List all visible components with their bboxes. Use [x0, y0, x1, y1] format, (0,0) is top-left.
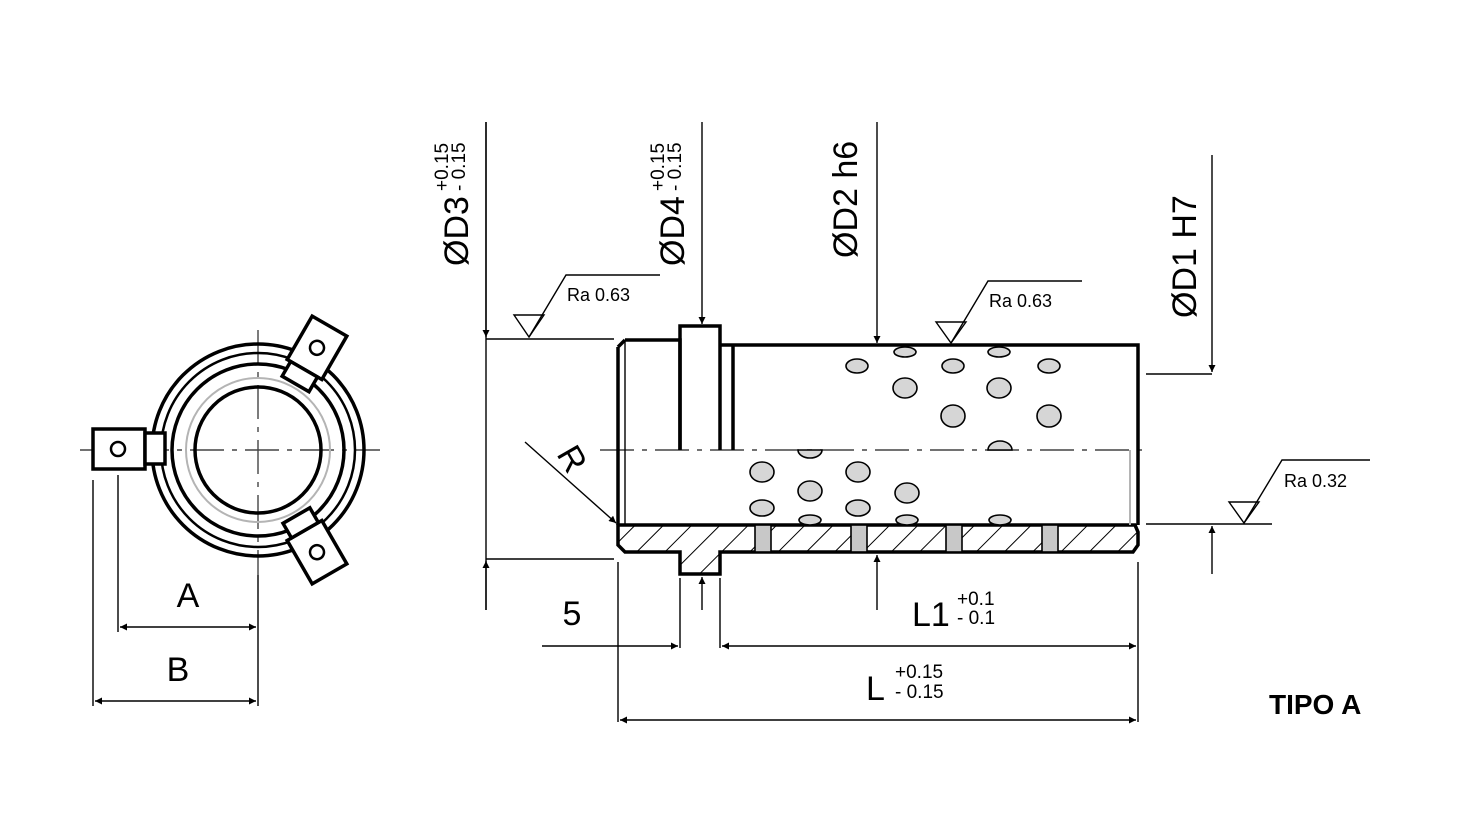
roughness-bore-label: Ra 0.32 [1284, 471, 1347, 491]
graphite-plug [988, 514, 1012, 526]
end-view: A B [80, 313, 380, 706]
roughness-symbol-flange: Ra 0.63 [512, 274, 660, 339]
dim-d4-label: ØD4 [654, 196, 692, 266]
radius-label: R [549, 439, 594, 479]
dim-a-label: A [177, 577, 200, 615]
roughness-outer-label: Ra 0.63 [989, 291, 1052, 311]
graphite-plug [940, 404, 966, 428]
flange-outline [616, 338, 682, 525]
graphite-plug [845, 499, 871, 517]
graphite-plug [893, 346, 917, 358]
dim-l1-text: L1 +0.1 - 0.1 [912, 589, 995, 634]
dim-l-tol-upper: +0.15 [895, 662, 943, 683]
type-label: TIPO A [1269, 689, 1361, 720]
graphite-plugs-bore [749, 449, 1012, 526]
graphite-plug [845, 461, 871, 483]
clamp-screw-hole-lower [308, 543, 326, 561]
dim-d1-label: ØD1 H7 [1166, 195, 1204, 318]
dim-d4-text: ØD4 +0.15 - 0.15 [648, 142, 692, 266]
lubricant-plug-section-3 [945, 524, 963, 553]
dim-d1-text: ØD1 H7 [1166, 195, 1204, 318]
dim-l1-label: L1 [912, 596, 950, 634]
dim-d3-label: ØD3 [438, 196, 476, 266]
graphite-plug [894, 482, 920, 504]
dim-l1-tol-lower: - 0.1 [957, 608, 995, 629]
roughness-symbol-bore: Ra 0.32 [1227, 459, 1370, 525]
graphite-plug [749, 461, 775, 483]
graphite-plug [797, 449, 823, 459]
dim-d3-tol-upper: +0.15 [432, 143, 453, 191]
dim-d2-label: ØD2 h6 [827, 141, 865, 258]
dim-d4-tol-upper: +0.15 [648, 143, 669, 191]
graphite-plug [986, 377, 1012, 399]
clamp-tab-lower [280, 505, 350, 587]
dim-l-label: L [866, 670, 885, 708]
dim-l-text: L +0.15 - 0.15 [866, 662, 944, 708]
dim-b-label: B [167, 651, 190, 689]
roughness-symbol-outer: Ra 0.63 [934, 280, 1082, 345]
graphite-plug [1037, 358, 1061, 374]
clamp-tab-upper [279, 313, 350, 395]
graphite-plug [987, 440, 1013, 451]
graphite-plug [845, 358, 869, 374]
lubricant-plug-section-1 [754, 524, 772, 553]
graphite-plug [798, 514, 822, 526]
graphite-plug [797, 480, 823, 502]
dim-d3-text: ØD3 +0.15 - 0.15 [432, 142, 476, 266]
dim-d3-tol-lower: - 0.15 [449, 142, 470, 191]
graphite-plugs-outer [845, 346, 1062, 451]
roughness-flange-label: Ra 0.63 [567, 285, 630, 305]
graphite-plug [941, 358, 965, 374]
dim-d4-tol-lower: - 0.15 [665, 142, 686, 191]
graphite-plug [895, 514, 919, 526]
end-view-hidden-circle [185, 377, 331, 523]
graphite-plug [892, 377, 918, 399]
wall-section-hatched [616, 523, 1140, 576]
end-view-bore-circle [193, 385, 323, 515]
radius-leader [524, 441, 617, 524]
graphite-plug [987, 346, 1011, 358]
dim-l-tol-lower: - 0.15 [895, 682, 944, 703]
graphite-plug [1036, 404, 1062, 428]
lubricant-plug-section-2 [850, 524, 868, 553]
clamp-screw-hole-upper [308, 339, 326, 357]
clamp-tab-side [678, 324, 722, 450]
lubricant-plug-section-4 [1041, 524, 1059, 553]
body-outline [720, 343, 1140, 525]
side-view: R ØD3 +0.15 - 0.15 ØD4 +0.15 - 0.15 ØD2 … [432, 122, 1370, 724]
clamp-screw-hole-left [109, 440, 127, 458]
dim-offset-label: 5 [563, 595, 582, 633]
clamp-tab-left [91, 427, 167, 471]
dim-l1-tol-upper: +0.1 [957, 589, 995, 610]
graphite-plug [749, 499, 775, 517]
end-view-body-circle [170, 362, 346, 538]
dim-d2-text: ØD2 h6 [827, 141, 865, 258]
